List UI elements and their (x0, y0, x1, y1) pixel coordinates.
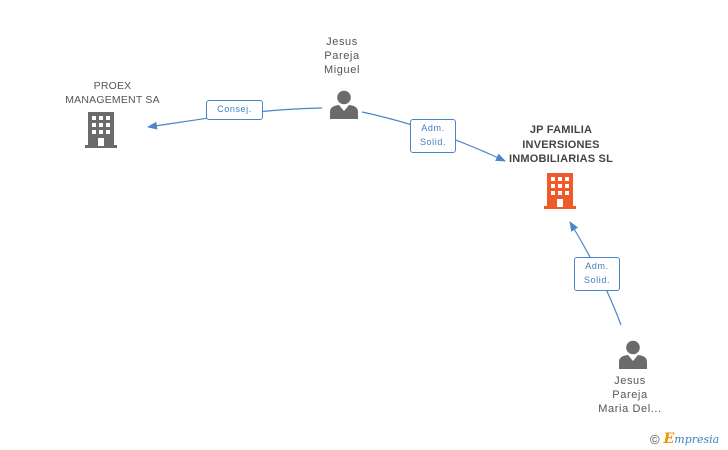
building-icon[interactable] (85, 112, 117, 148)
brand-name: mpresia (674, 432, 720, 446)
copyright-symbol: © (650, 431, 660, 447)
company-label-jp-familia[interactable]: JP FAMILIA INVERSIONES INMOBILIARIAS SL (508, 124, 614, 165)
person-icon[interactable] (330, 90, 358, 119)
building-icon-highlighted[interactable] (544, 173, 576, 209)
person-icon[interactable] (619, 340, 647, 369)
brand-initial: E (663, 431, 675, 447)
edge-label-adm-solid-2[interactable]: Adm. Solid. (574, 257, 620, 291)
person-label-jesus-pareja-miguel[interactable]: Jesus Pareja Miguel (323, 36, 360, 76)
edge-label-adm-solid-1[interactable]: Adm. Solid. (410, 119, 456, 153)
company-label-proex[interactable]: PROEX MANAGEMENT SA (65, 80, 160, 106)
person-label-jesus-pareja-maria[interactable]: Jesus Pareja Maria Del... (598, 375, 662, 415)
brand-watermark: © E mpresia (650, 430, 719, 448)
edge-label-consej[interactable]: Consej. (206, 100, 263, 120)
